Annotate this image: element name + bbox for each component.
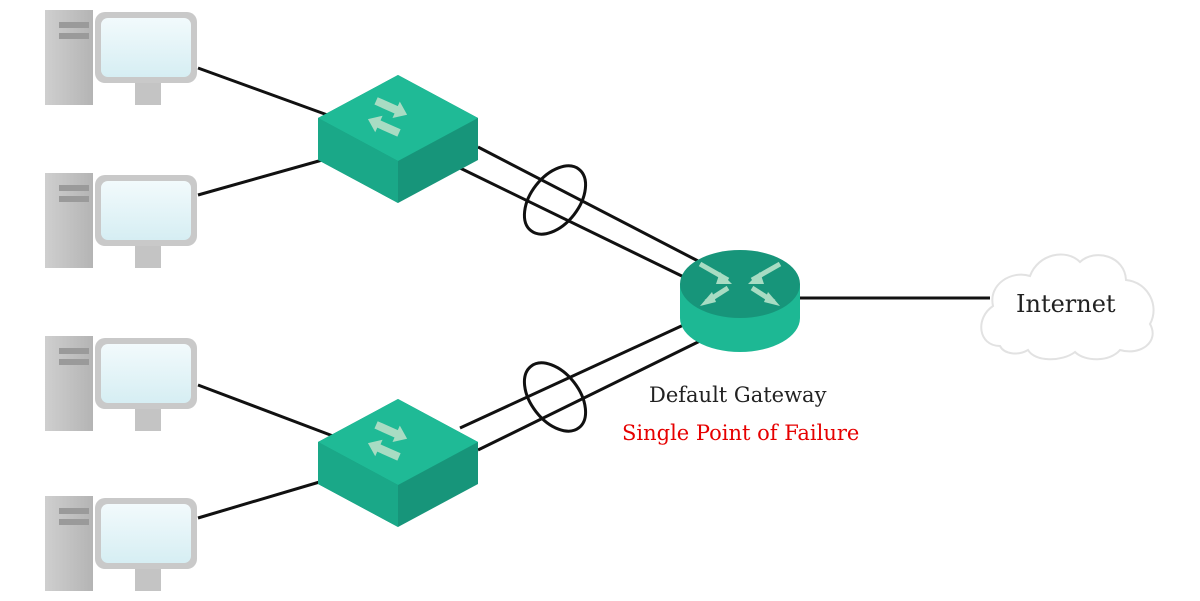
uplink-bottom-1 <box>459 320 691 430</box>
gateway-label: Default Gateway <box>649 383 827 407</box>
links <box>197 66 990 520</box>
link-pc3-switch <box>197 383 334 438</box>
bundle-ellipse-top <box>522 164 588 236</box>
uplink-top-2 <box>459 166 691 282</box>
internet-label: Internet <box>1016 290 1116 318</box>
spof-label: Single Point of Failure <box>622 421 860 445</box>
pc-icon-1 <box>45 10 197 105</box>
pc-icon-2 <box>45 173 197 268</box>
uplink-top-1 <box>477 145 701 264</box>
cloud-icon <box>980 253 1155 361</box>
link-pc1-switch <box>197 66 334 119</box>
uplink-bottom-2 <box>477 338 703 452</box>
link-pc2-switch <box>197 155 334 197</box>
switch-icon-bottom <box>318 399 478 527</box>
router-icon <box>680 250 800 352</box>
switch-icon-top <box>318 75 478 203</box>
pc-icon-3 <box>45 336 197 431</box>
bundle-ellipse-bottom <box>522 361 588 433</box>
link-pc4-switch <box>197 476 334 520</box>
pc-icon-4 <box>45 496 197 591</box>
